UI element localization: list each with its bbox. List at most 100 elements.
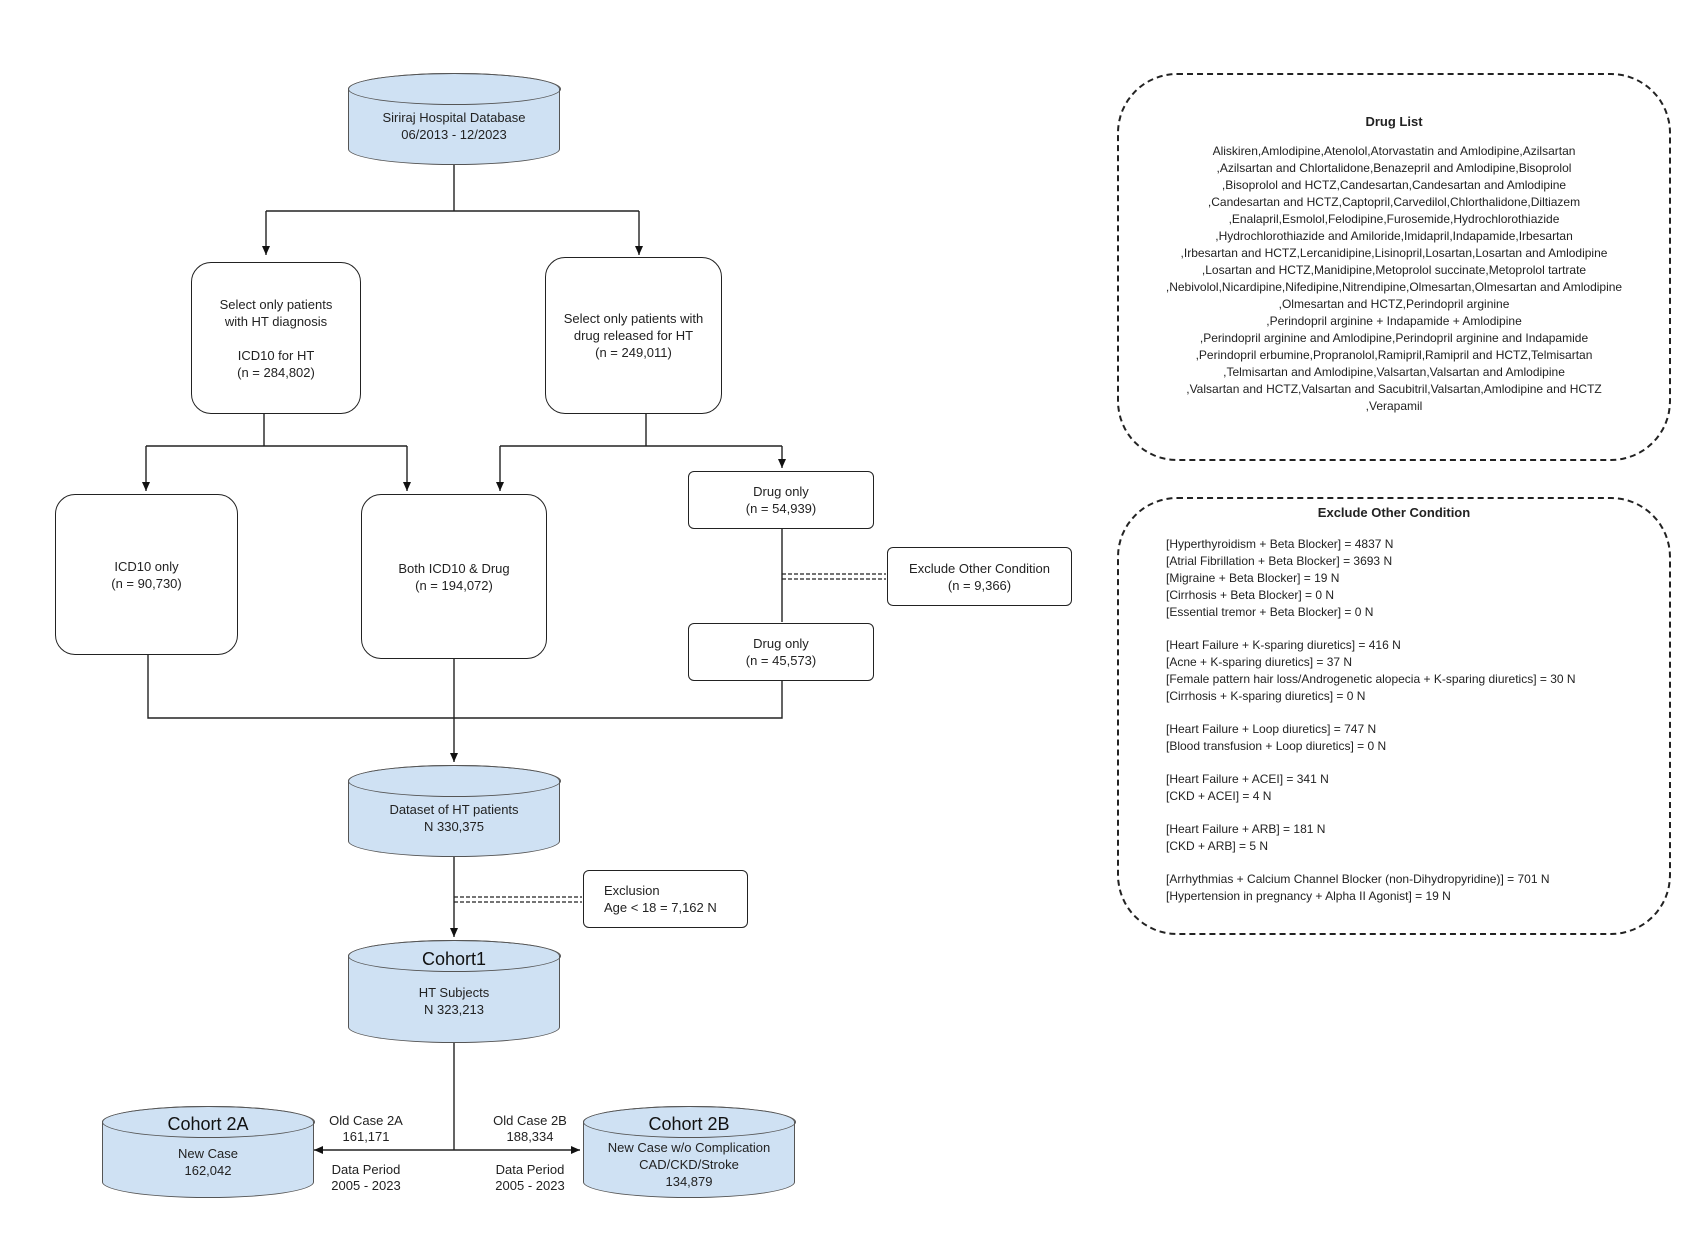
- edge-drug-split: [500, 414, 782, 447]
- exclude-condition-item: [Acne + K-sparing diuretics] = 37 N: [1166, 655, 1353, 669]
- drug-list-text: Aliskiren,Amlodipine,Atenolol,Atorvastat…: [1119, 143, 1669, 415]
- icd-only-line1: ICD10 only: [114, 558, 179, 574]
- exclude-condition-item: [Blood transfusion + Loop diuretics] = 0…: [1166, 739, 1387, 753]
- cohort2b-database: Cohort 2B New Case w/o Complication CAD/…: [582, 1105, 796, 1198]
- drug-list-line: ,Candesartan and HCTZ,Captopril,Carvedil…: [1207, 195, 1581, 209]
- drug-only-box-1: Drug only (n = 54,939): [688, 471, 874, 529]
- exclude-other-line1: Exclude Other Condition: [909, 560, 1050, 576]
- drug-only-1-line1: Drug only: [753, 484, 809, 499]
- drug-list-line: ,Nebivolol,Nicardipine,Nifedipine,Nitren…: [1165, 280, 1623, 294]
- dataset-ht-patients-database: Dataset of HT patients N 330,375: [347, 764, 561, 857]
- group-spacer: [1166, 621, 1669, 637]
- ht-drug-count: (n = 249,011): [595, 345, 672, 360]
- siriraj-line2: 06/2013 - 12/2023: [401, 127, 507, 142]
- exclusion-age-box: Exclusion Age < 18 = 7,162 N: [583, 870, 748, 928]
- drug-list-title: Drug List: [1365, 114, 1423, 129]
- cohort1-line1: HT Subjects: [418, 985, 490, 1000]
- select-ht-diagnosis-box: Select only patients with HT diagnosis I…: [191, 262, 361, 414]
- exclude-condition-item: [Female pattern hair loss/Androgenetic a…: [1166, 672, 1576, 686]
- exclude-condition-item: [Arrhythmias + Calcium Channel Blocker (…: [1166, 872, 1550, 886]
- exclusion-link-other: [782, 573, 886, 580]
- cohort1-database: Cohort1 HT Subjects N 323,213: [347, 939, 561, 1043]
- drug-only-box-2: Drug only (n = 45,573): [688, 623, 874, 681]
- old-case-2a-label: Old Case 2A 161,171: [316, 1113, 416, 1145]
- group-spacer: [1166, 855, 1669, 871]
- drug-list-line: ,Enalapril,Esmolol,Felodipine,Furosemide…: [1228, 212, 1560, 226]
- cohort2a-database: Cohort 2A New Case 162,042: [101, 1105, 315, 1198]
- drug-list-line: ,Perindopril erbumine,Propranolol,Ramipr…: [1195, 348, 1593, 362]
- exclusion-line1: Exclusion: [604, 883, 660, 898]
- drug-list-line: ,Valsartan and HCTZ,Valsartan and Sacubi…: [1186, 382, 1602, 396]
- cohort2a-title: Cohort 2A: [167, 1114, 249, 1134]
- siriraj-database: Siriraj Hospital Database 06/2013 - 12/2…: [347, 72, 561, 165]
- siriraj-line1: Siriraj Hospital Database: [382, 110, 526, 125]
- drug-list-line: ,Telmisartan and Amlodipine,Valsartan,Va…: [1223, 365, 1565, 379]
- exclude-condition-item: [Cirrhosis + Beta Blocker] = 0 N: [1166, 588, 1335, 602]
- drug-list-panel: Drug List Aliskiren,Amlodipine,Atenolol,…: [1117, 73, 1671, 461]
- drug-list-line: ,Olmesartan and HCTZ,Perindopril arginin…: [1278, 297, 1510, 311]
- exclude-condition-item: [Atrial Fibrillation + Beta Blocker] = 3…: [1166, 554, 1393, 568]
- select-ht-drug-box: Select only patients with drug released …: [545, 257, 722, 414]
- drug-list-line: ,Perindopril arginine + Indapamide + Aml…: [1266, 314, 1522, 328]
- data-period-2b-label: Data Period 2005 - 2023: [480, 1162, 580, 1194]
- drug-only-1-count: (n = 54,939): [745, 501, 817, 516]
- old-case-2b-label: Old Case 2B 188,334: [480, 1113, 580, 1145]
- cohort2a-line1: New Case: [178, 1146, 238, 1161]
- exclude-other-condition-box: Exclude Other Condition (n = 9,366): [887, 547, 1072, 606]
- cohort2a-count: 162,042: [184, 1163, 232, 1178]
- exclude-condition-item: [Cirrhosis + K-sparing diuretics] = 0 N: [1166, 689, 1366, 703]
- group-spacer: [1166, 805, 1669, 821]
- icd-only-count: (n = 90,730): [111, 575, 182, 591]
- old-case-2a-count: 161,171: [342, 1129, 390, 1144]
- data-period-2b-range: 2005 - 2023: [495, 1178, 565, 1193]
- exclude-condition-item: [CKD + ARB] = 5 N: [1166, 839, 1269, 853]
- both-line1: Both ICD10 & Drug: [398, 560, 510, 576]
- exclude-condition-item: [Migraine + Beta Blocker] = 19 N: [1166, 571, 1340, 585]
- ht-diag-line1: Select only patients: [219, 296, 333, 312]
- both-count: (n = 194,072): [415, 577, 493, 593]
- drug-only-2-count: (n = 45,573): [745, 653, 817, 668]
- edge-merge: [147, 655, 783, 719]
- icd10-only-box: ICD10 only (n = 90,730): [55, 494, 238, 655]
- exclude-other-count: (n = 9,366): [947, 577, 1012, 593]
- drug-list-line: ,Azilsartan and Chlortalidone,Benazepril…: [1216, 161, 1572, 175]
- exclude-condition-item: [CKD + ACEI] = 4 N: [1166, 789, 1272, 803]
- exclude-condition-item: [Hyperthyroidism + Beta Blocker] = 4837 …: [1166, 537, 1394, 551]
- exclude-condition-item: [Heart Failure + ACEI] = 341 N: [1166, 772, 1329, 786]
- ht-diag-count: (n = 284,802): [237, 364, 315, 380]
- exclude-conditions-list: [Hyperthyroidism + Beta Blocker] = 4837 …: [1119, 536, 1669, 905]
- data-period-2a-range: 2005 - 2023: [331, 1178, 401, 1193]
- exclude-condition-item: [Hypertension in pregnancy + Alpha II Ag…: [1166, 889, 1451, 903]
- drug-list-line: Aliskiren,Amlodipine,Atenolol,Atorvastat…: [1212, 144, 1576, 158]
- old-case-2b-count: 188,334: [506, 1129, 554, 1144]
- both-icd10-drug-box: Both ICD10 & Drug (n = 194,072): [361, 494, 547, 659]
- drug-list-line: ,Irbesartan and HCTZ,Lercanidipine,Lisin…: [1180, 246, 1608, 260]
- cohort2b-line1: New Case w/o Complication: [607, 1140, 771, 1155]
- old-case-2b-text: Old Case 2B: [493, 1113, 567, 1128]
- drug-list-line: ,Bisoprolol and HCTZ,Candesartan,Candesa…: [1221, 178, 1567, 192]
- edge-db-split: [266, 165, 639, 212]
- exclusion-line2: Age < 18 = 7,162 N: [604, 900, 717, 915]
- ht-diag-line3: ICD10 for HT: [237, 347, 315, 363]
- exclude-condition-item: [Essential tremor + Beta Blocker] = 0 N: [1166, 605, 1374, 619]
- exclude-condition-item: [Heart Failure + K-sparing diuretics] = …: [1166, 638, 1401, 652]
- ht-drug-line1: Select only patients with: [563, 311, 704, 326]
- data-period-2a-label: Data Period 2005 - 2023: [316, 1162, 416, 1194]
- drug-list-line: ,Verapamil: [1365, 399, 1423, 413]
- group-spacer: [1166, 755, 1669, 771]
- dataset-count: N 330,375: [423, 819, 484, 834]
- edge-diag-split: [146, 414, 407, 447]
- drug-list-line: ,Perindopril arginine and Amlodipine,Per…: [1199, 331, 1589, 345]
- group-spacer: [1166, 705, 1669, 721]
- cohort1-title: Cohort1: [421, 949, 487, 969]
- cohort2b-title: Cohort 2B: [648, 1114, 730, 1134]
- ht-diag-line2: with HT diagnosis: [224, 313, 328, 329]
- exclude-conditions-panel: Exclude Other Condition [Hyperthyroidism…: [1117, 497, 1671, 935]
- exclude-panel-title: Exclude Other Condition: [1317, 505, 1471, 520]
- ht-drug-line2: drug released for HT: [573, 328, 694, 343]
- drug-list-line: ,Hydrochlorothiazide and Amiloride,Imida…: [1215, 229, 1573, 243]
- dataset-line1: Dataset of HT patients: [389, 802, 519, 817]
- drug-list-line: ,Losartan and HCTZ,Manidipine,Metoprolol…: [1201, 263, 1587, 277]
- exclude-condition-item: [Heart Failure + ARB] = 181 N: [1166, 822, 1326, 836]
- cohort2b-count: 134,879: [665, 1174, 713, 1189]
